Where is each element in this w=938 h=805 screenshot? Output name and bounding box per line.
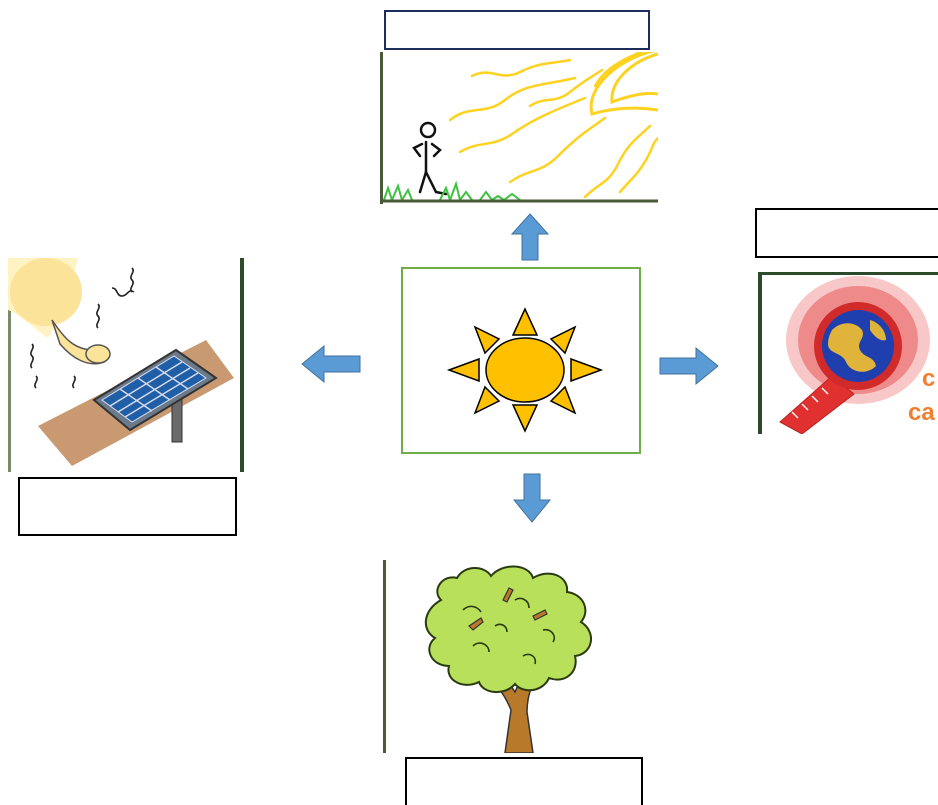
global-warming-image: c ca	[758, 272, 938, 434]
tree-image	[383, 560, 643, 753]
label-box-right[interactable]	[755, 208, 938, 258]
label-box-top[interactable]	[384, 10, 650, 50]
solar-panel-icon	[8, 258, 244, 472]
label-box-bottom[interactable]	[405, 757, 643, 805]
solar-panel-image	[8, 258, 248, 472]
sunlight-image	[380, 52, 658, 204]
person-in-sunlight-icon	[380, 52, 658, 204]
arrow-right-icon	[659, 346, 719, 386]
svg-text:ca: ca	[908, 399, 935, 426]
svg-text:c: c	[922, 365, 935, 392]
center-sun-box	[401, 267, 641, 454]
thermometer-earth-icon: c ca	[758, 272, 938, 434]
label-box-left[interactable]	[18, 477, 237, 536]
tree-icon	[383, 560, 592, 753]
arrow-left-icon	[301, 344, 361, 384]
arrow-up-icon	[510, 213, 550, 261]
sun-icon	[446, 307, 604, 433]
arrow-down-icon	[512, 473, 552, 523]
